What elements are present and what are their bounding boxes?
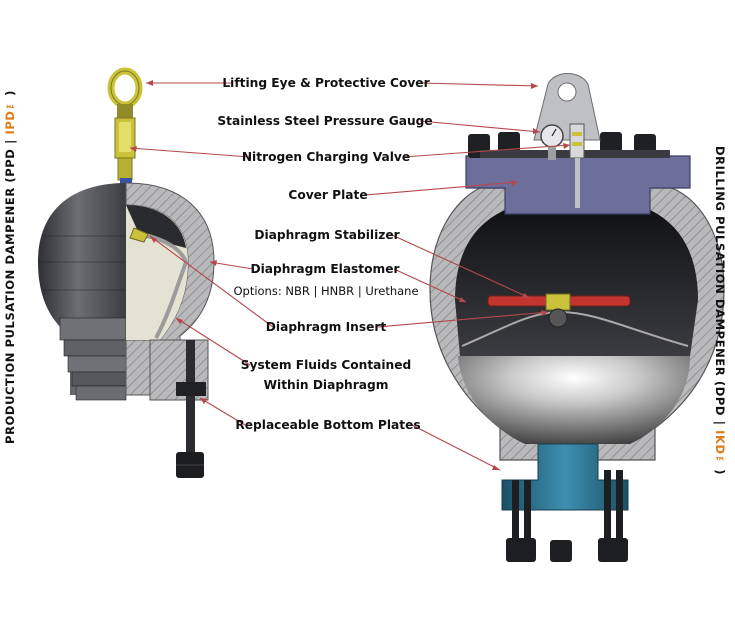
ppd-side-label: PRODUCTION PULSATION DAMPENER (PPD | IPD… — [3, 90, 17, 444]
ppd-side-label-text: PRODUCTION PULSATION DAMPENER (PPD — [3, 148, 17, 444]
lifting-eye-ppd — [107, 67, 143, 109]
callout-bottom-plates: Replaceable Bottom Plates — [235, 418, 420, 432]
dpd-illustration — [429, 73, 725, 562]
callout-lifting-eye: Lifting Eye & Protective Cover — [222, 76, 429, 90]
callout-labels: Lifting Eye & Protective Cover Stainless… — [217, 76, 432, 432]
callout-stabilizer: Diaphragm Stabilizer — [254, 228, 399, 242]
lifting-eye-hole — [557, 82, 577, 102]
ppd-side-label-close: ) — [3, 90, 17, 96]
leader-arrowheads — [130, 80, 570, 470]
ppd-gas-chamber — [126, 205, 186, 248]
callout-cover-plate: Cover Plate — [288, 188, 367, 202]
ppd-bolt — [176, 340, 206, 478]
ppd-side-label-separator: | — [3, 134, 17, 149]
leader-lines — [129, 82, 571, 471]
dpd-bottom-bolts — [506, 470, 628, 562]
callout-insert: Diaphragm Insert — [266, 320, 387, 334]
callout-pressure-gauge: Stainless Steel Pressure Gauge — [217, 114, 432, 128]
nitrogen-valve-ppd — [114, 104, 136, 186]
lifting-eye-dpd — [533, 73, 601, 141]
dpd-side-label: DRILLING PULSATION DAMPENER (DPD | IKD™) — [713, 146, 727, 475]
callout-elastomer: Diaphragm Elastomer — [251, 262, 400, 276]
callout-charging-valve: Nitrogen Charging Valve — [242, 150, 410, 164]
dpd-bladder — [458, 356, 690, 444]
dpd-side-label-close: ) — [713, 469, 727, 476]
dpd-charging-valve — [569, 123, 585, 208]
dpd-side-label-text: DRILLING PULSATION DAMPENER (DPD — [713, 146, 727, 417]
callout-fluids-line2: Within Diaphragm — [264, 378, 389, 392]
dpd-side-label-accent: IKD™ — [713, 430, 727, 470]
dpd-pressure-gauge — [540, 124, 564, 160]
ppd-insert — [129, 227, 149, 243]
ppd-side-label-accent: IPD™ — [3, 95, 17, 135]
dpd-side-label-separator: | — [713, 416, 727, 431]
ppd-illustration — [38, 67, 215, 478]
dpd-insert — [545, 293, 571, 328]
dpd-gas-chamber — [455, 210, 698, 356]
callout-elastomer-options: Options: NBR | HNBR | Urethane — [233, 284, 418, 298]
callout-fluids-line1: System Fluids Contained — [241, 358, 411, 372]
